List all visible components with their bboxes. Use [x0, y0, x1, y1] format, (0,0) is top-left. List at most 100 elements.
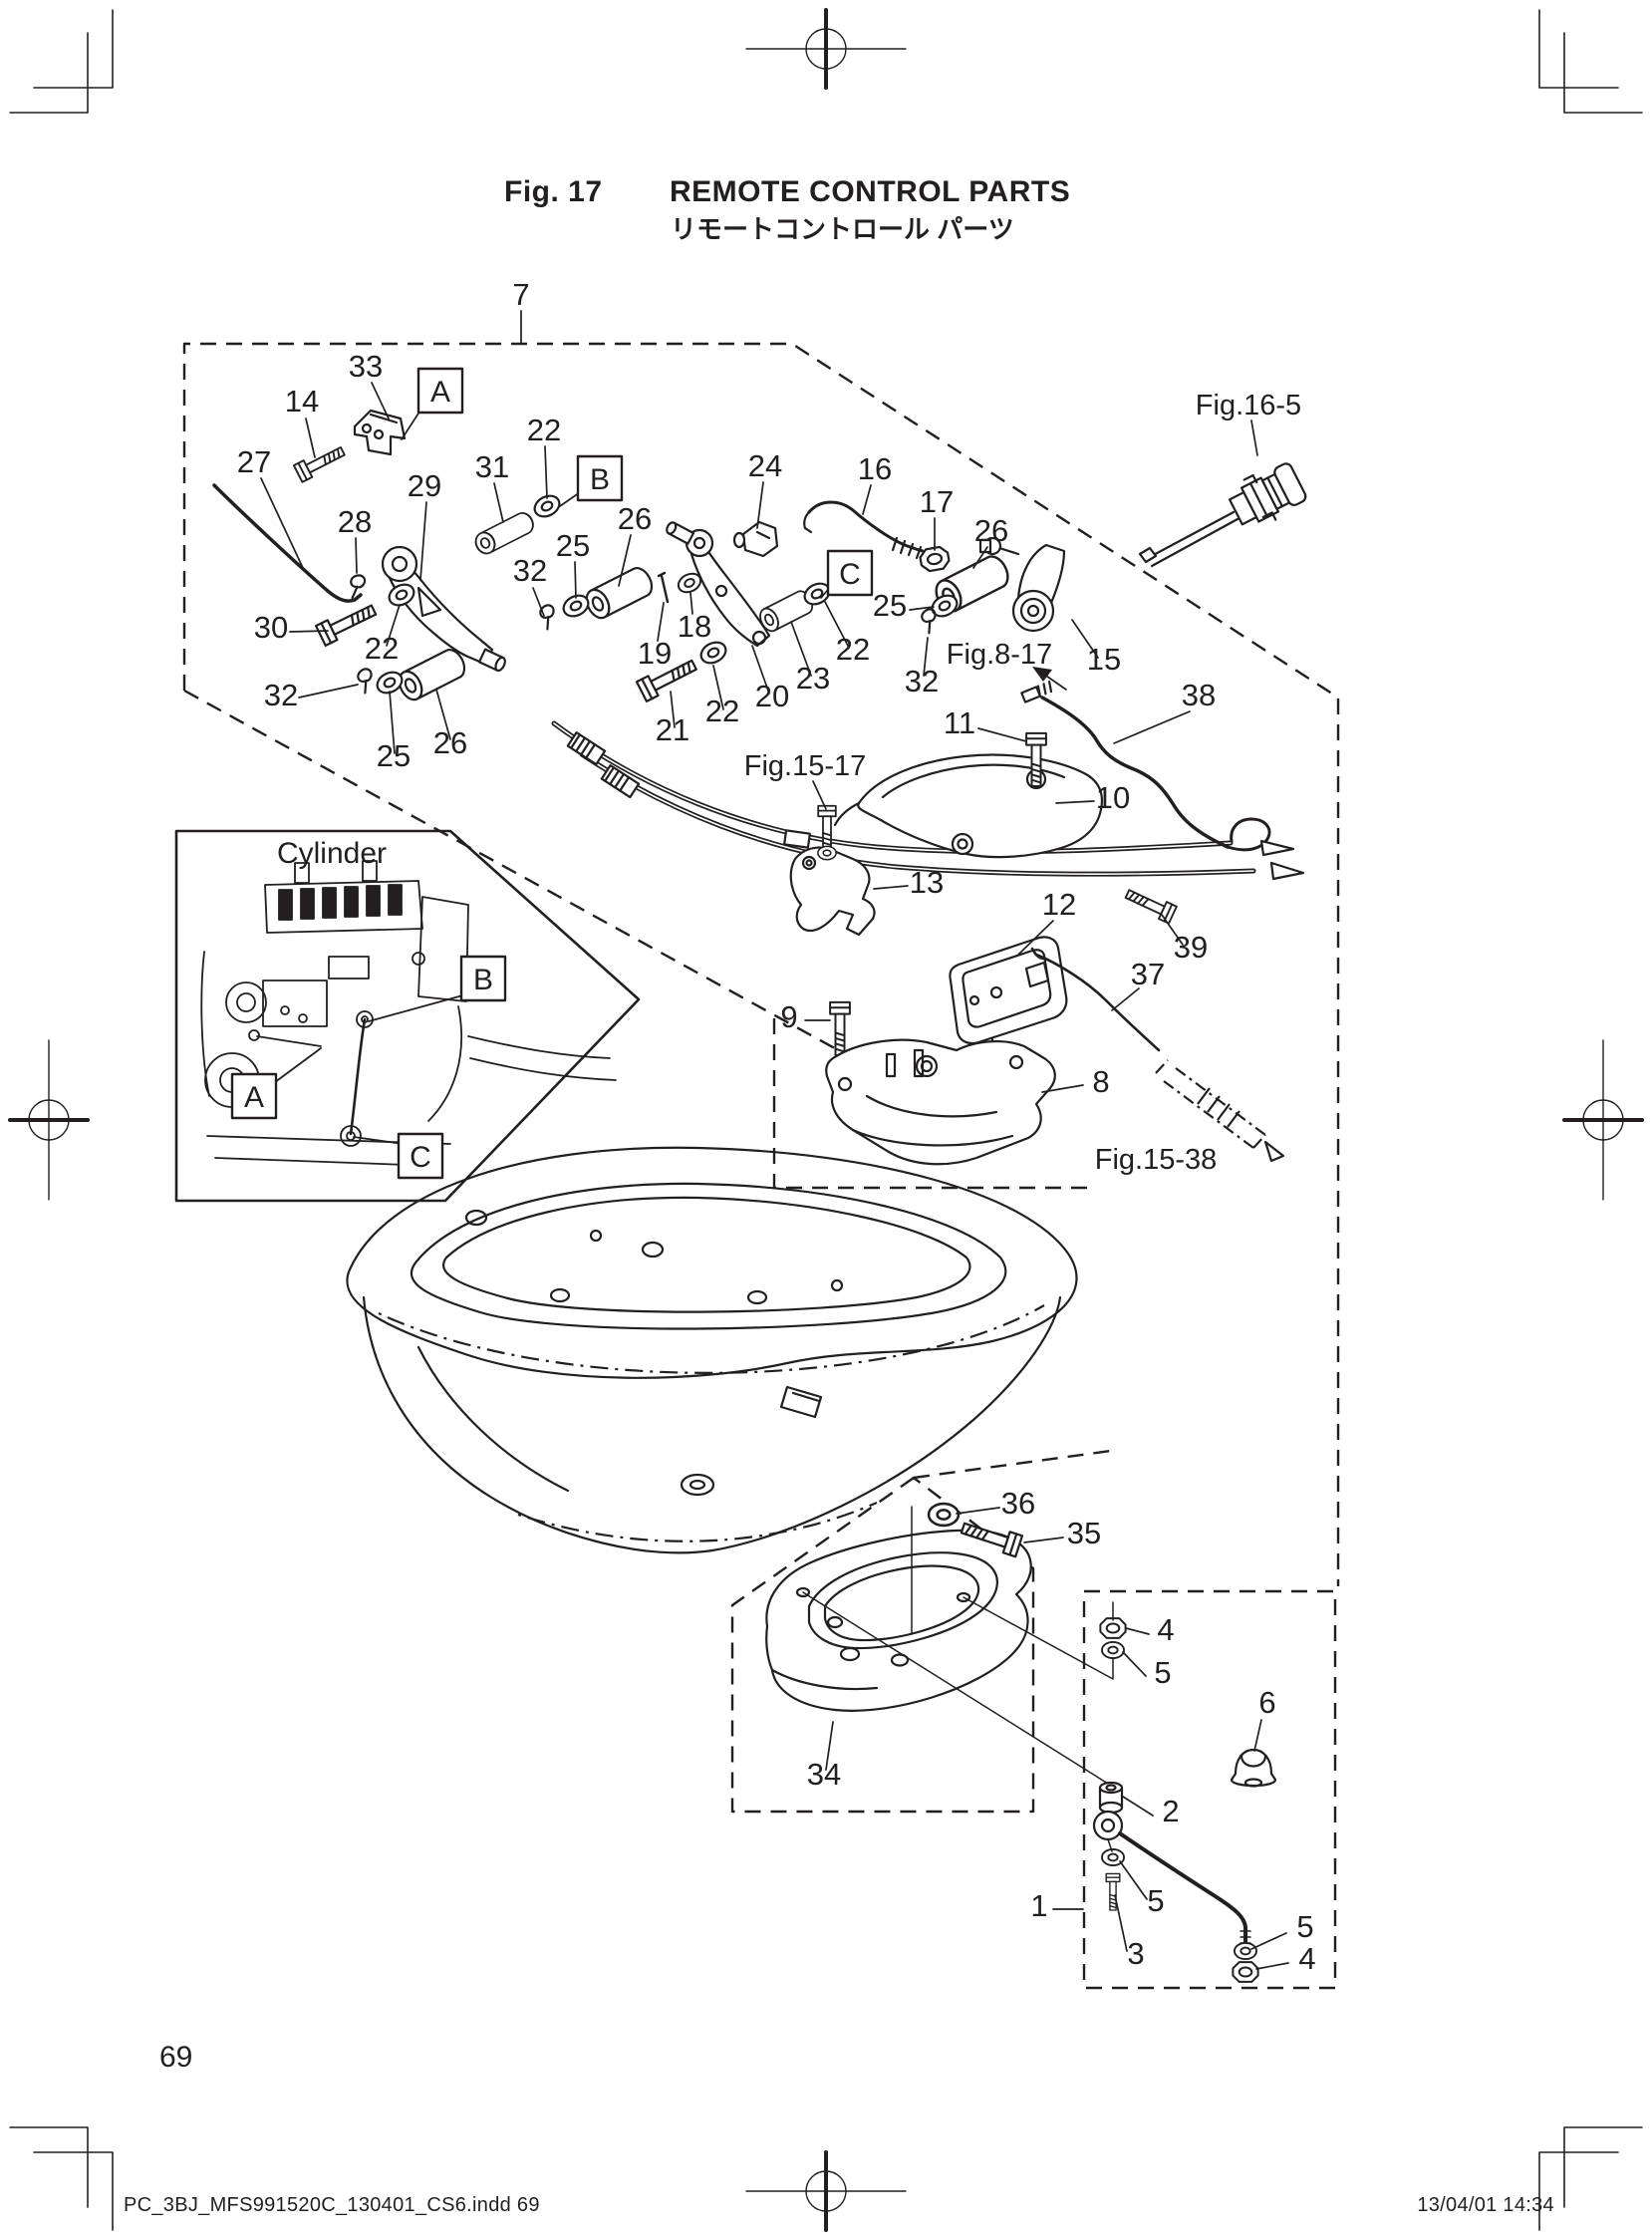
callout-38: 38 — [1182, 678, 1216, 712]
marker-a: A — [430, 376, 450, 409]
callout-35: 35 — [1067, 1516, 1101, 1550]
marker-box-c — [826, 549, 874, 597]
figref-8-17: Fig.8-17 — [947, 639, 1052, 671]
mount-pad-34 — [765, 1529, 1032, 1712]
marker-box-a — [416, 367, 464, 415]
register-mark-right-icon — [1562, 1039, 1644, 1201]
fig8-17-arrow-icon — [1032, 667, 1067, 691]
callout-7: 7 — [512, 277, 529, 312]
callout-21: 21 — [656, 712, 689, 747]
callout-24: 24 — [748, 448, 782, 483]
callout-16: 16 — [858, 451, 892, 486]
construction-lines-pad — [802, 1506, 1114, 1785]
rod-38 — [1020, 681, 1305, 881]
callout-labels: 7 33 14 27 28 29 31 22 26 25 24 16 17 26… — [237, 277, 1316, 1976]
marker-b: B — [590, 463, 610, 496]
lever-20 — [666, 521, 771, 648]
mount-cover-10 — [833, 753, 1103, 859]
callout-27: 27 — [237, 444, 271, 479]
washer-5t — [1101, 1640, 1125, 1660]
footer-timestamp: 13/04/01 14:34 — [1417, 2194, 1554, 2216]
callout-32r: 32 — [905, 664, 939, 699]
plate-12 — [949, 936, 1068, 1056]
callout-22b: 22 — [365, 631, 399, 666]
bushing-26bl — [394, 645, 470, 705]
page-title-japanese: リモートコントロール パーツ — [671, 214, 1014, 244]
callout-32l: 32 — [264, 678, 298, 712]
callout-31: 31 — [475, 449, 509, 484]
washer-fig15-17 — [817, 845, 837, 861]
nut-4t — [1099, 1617, 1127, 1639]
callout-22a: 22 — [527, 413, 561, 447]
callout-37: 37 — [1131, 957, 1165, 991]
inset-marker-box-b — [459, 955, 507, 1002]
engine-inset-art — [200, 860, 617, 1167]
pin-19 — [657, 571, 670, 604]
clip-28 — [347, 573, 367, 601]
lever-15 — [978, 536, 1066, 633]
grommet-6 — [1230, 1748, 1277, 1788]
callout-26bl: 26 — [433, 725, 467, 760]
inset-marker-box-c — [397, 1132, 444, 1180]
bolt-39 — [1122, 884, 1178, 925]
callout-2: 2 — [1162, 1794, 1179, 1828]
clip-32r — [920, 607, 940, 636]
callout-23: 23 — [796, 661, 830, 696]
inset-marker-b: B — [473, 964, 493, 996]
callout-5t: 5 — [1154, 1655, 1171, 1690]
figure-number: Fig. 17 — [504, 175, 603, 208]
bracket-33 — [353, 409, 407, 456]
callout-4t: 4 — [1157, 1612, 1174, 1647]
callout-4b: 4 — [1298, 1941, 1315, 1976]
callout-14: 14 — [285, 384, 319, 419]
callout-19: 19 — [638, 636, 672, 671]
callout-15: 15 — [1087, 642, 1121, 677]
bushing-26l — [581, 563, 658, 624]
callout-29: 29 — [408, 468, 441, 503]
cable-connector-fig16-5 — [1138, 462, 1307, 568]
callout-32m: 32 — [513, 553, 547, 588]
cable-guide-24 — [732, 520, 779, 558]
footer-filename: PC_3BJ_MFS991520C_130401_CS6.indd 69 — [124, 2194, 540, 2216]
callout-28: 28 — [338, 504, 372, 539]
inset-marker-box-a — [230, 1072, 278, 1120]
callout-25bl: 25 — [377, 738, 411, 773]
link-rod-group — [1092, 1601, 1277, 1983]
inset-marker-c: C — [410, 1141, 431, 1174]
rod-37 — [1030, 947, 1161, 1052]
page-title: REMOTE CONTROL PARTS — [670, 175, 1071, 208]
marker-c: C — [839, 558, 861, 591]
engine-cowl — [346, 1146, 1078, 1554]
callout-1: 1 — [1030, 1888, 1047, 1923]
bushing-2 — [1098, 1781, 1124, 1815]
callout-30: 30 — [254, 610, 288, 645]
callout-3: 3 — [1127, 1936, 1144, 1971]
callout-5m: 5 — [1147, 1883, 1164, 1918]
callout-13: 13 — [910, 865, 944, 900]
registration-marks — [8, 8, 1644, 2232]
callout-39: 39 — [1174, 930, 1208, 965]
callout-8: 8 — [1092, 1064, 1109, 1099]
register-mark-left-icon — [8, 1039, 90, 1201]
callout-12: 12 — [1042, 887, 1076, 922]
rod-16 — [803, 500, 925, 560]
lever-29 — [381, 545, 506, 673]
callout-5b: 5 — [1296, 1909, 1313, 1944]
rod-27 — [212, 483, 363, 603]
link-rod-group-box — [1082, 1589, 1337, 1990]
figref-15-17: Fig.15-17 — [744, 750, 867, 782]
clip-32l — [356, 667, 376, 696]
callout-6: 6 — [1258, 1685, 1275, 1720]
callout-17: 17 — [920, 484, 954, 519]
callout-22c: 22 — [705, 694, 739, 728]
page-number: 69 — [159, 2041, 193, 2074]
control-cables — [551, 720, 1256, 877]
callout-22d: 22 — [836, 632, 870, 667]
trim-marks — [9, 9, 1643, 2231]
inset-marker-a: A — [244, 1081, 264, 1114]
figref-15-38: Fig.15-38 — [1095, 1144, 1218, 1176]
washer-36 — [927, 1502, 961, 1528]
nut-4b — [1232, 1961, 1259, 1983]
